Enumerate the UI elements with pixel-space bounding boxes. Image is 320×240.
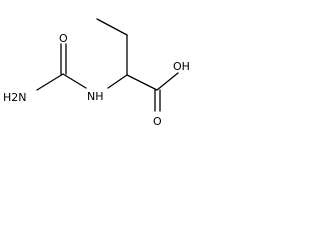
bond-carboxyl-oh [156,72,179,91]
structure-diagram: H2N O NH OH O [3,18,190,128]
bond-ethyl-methyl [96,18,128,36]
bond-nh-alpha [107,74,128,89]
atom-label-acid-oxygen: O [153,115,162,128]
atom-label-oh: OH [173,60,190,73]
bond-nh2-carbonyl [36,73,64,91]
bond-carbonyl-nh [62,73,87,89]
atom-label-nh2: H2N [3,91,27,104]
bond-alpha-carboxyl [126,74,158,91]
atom-label-nh: NH [87,90,104,103]
atom-label-urea-oxygen: O [59,32,68,45]
